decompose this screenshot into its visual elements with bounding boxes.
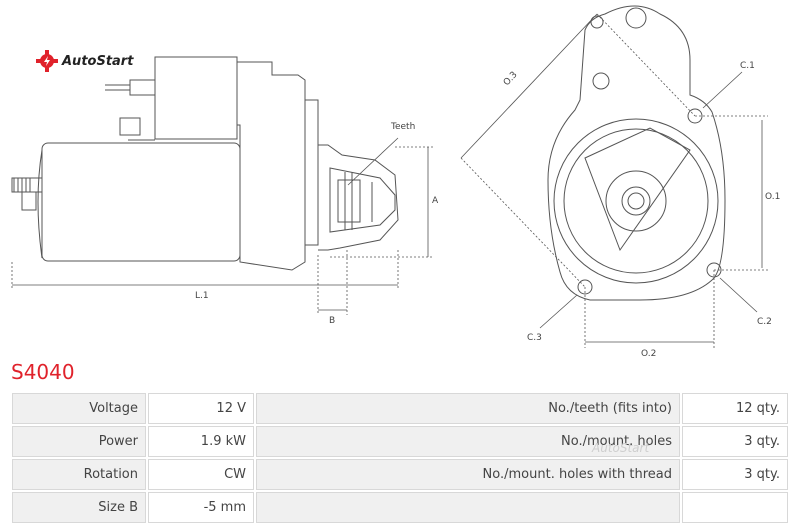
spec-value: 1.9 kW [148,426,254,457]
hole-c2 [706,262,722,278]
autostart-logo: AutoStart [36,50,133,72]
spec-label: Size B [12,492,146,523]
spec-value: -5 mm [148,492,254,523]
spec-value [682,492,788,523]
table-row: Voltage 12 V No./teeth (fits into) 12 qt… [12,393,788,424]
table-row: Rotation CW No./mount. holes with thread… [12,459,788,490]
technical-drawing: Teeth A B L.1 O.3 O.1 O.2 C.1 C.2 C.3 [11,5,780,359]
spec-label: Power [12,426,146,457]
a-label: A [432,196,439,206]
hole-c1 [687,108,703,124]
teeth-label: Teeth [390,122,415,132]
table-row: Size B -5 mm [12,492,788,523]
o1-label: O.1 [765,192,780,202]
front-housing [547,5,726,301]
o3-label: O.3 [502,70,520,88]
spec-value: 3 qty. [682,459,788,490]
motor-body [41,142,241,262]
spec-value: 3 qty. [682,426,788,457]
spec-label: No./teeth (fits into) [256,393,680,424]
part-number: S4040 [11,360,75,384]
watermark: AutoStart [592,441,650,455]
spec-label: Voltage [12,393,146,424]
specs-table: Voltage 12 V No./teeth (fits into) 12 qt… [10,391,790,525]
spec-label: No./mount. holes [256,426,680,457]
l1-label: L.1 [195,291,209,301]
b-label: B [329,316,335,326]
logo-text: AutoStart [62,53,134,69]
table-row: Power 1.9 kW No./mount. holes 3 qty. [12,426,788,457]
c1-label: C.1 [740,61,755,71]
c3-label: C.3 [527,333,542,343]
spec-label [256,492,680,523]
hole-c3 [577,279,593,295]
c2-label: C.2 [757,317,772,327]
gear-logo-icon [36,50,58,72]
spec-label: No./mount. holes with thread [256,459,680,490]
spec-value: 12 V [148,393,254,424]
o3-dimension [460,13,598,159]
spec-value: CW [148,459,254,490]
o2-label: O.2 [641,349,656,359]
solenoid-body [154,56,238,140]
spec-value: 12 qty. [682,393,788,424]
spec-label: Rotation [12,459,146,490]
